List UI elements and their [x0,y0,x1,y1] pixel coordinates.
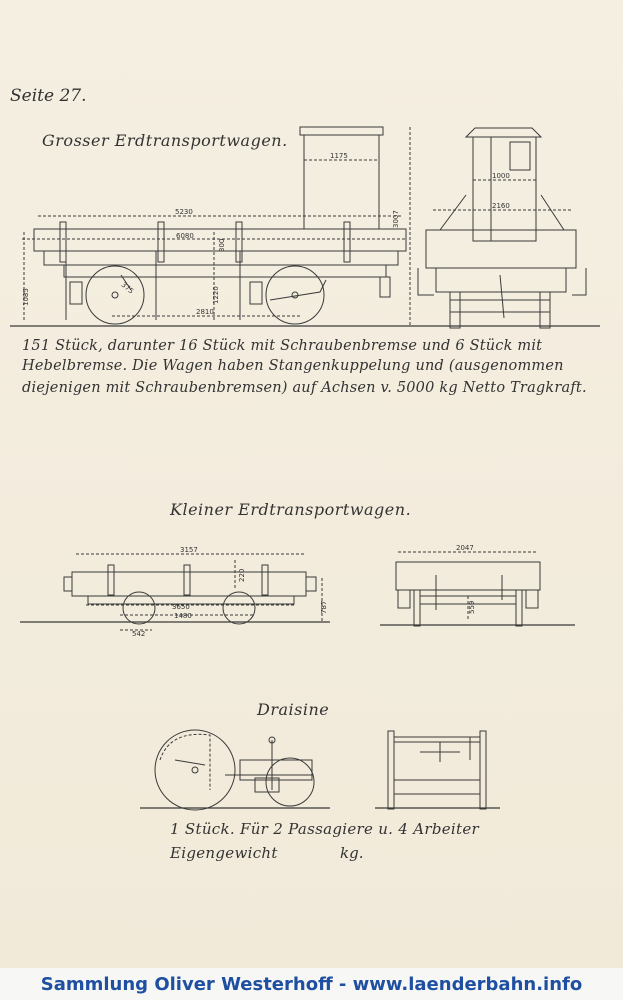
dim-2047: 2047 [456,544,474,552]
dim-3650: 3650 [172,603,190,611]
document-page [0,0,623,968]
dim-1000: 1000 [492,172,510,180]
small-wagon-side-view [20,553,330,631]
footer-watermark: Sammlung Oliver Westerhoff - www.laender… [0,968,623,1000]
large-wagon-description-line-2: Hebelbremse. Die Wagen haben Stangenkupp… [22,358,564,374]
dim-2160: 2160 [492,202,510,210]
technical-drawings: 5230 6080 1175 3007 1000 2160 1085 1220 … [10,126,600,811]
small-wagon-title: Kleiner Erdtransportwagen. [170,500,412,519]
dim-2810: 2810 [196,308,214,316]
dim-220: 220 [238,569,246,582]
large-wagon-title: Grosser Erdtransportwagen. [42,131,288,150]
page-label: Seite 27. [10,86,87,106]
dim-787: 787 [320,601,328,614]
dim-1480: 1480 [174,612,192,620]
large-wagon-description-line-1: 151 Stück, darunter 16 Stück mit Schraub… [22,338,543,354]
large-wagon-end-view [410,127,600,329]
draisine-note-line-1: 1 Stück. Für 2 Passagiere u. 4 Arbeiter [170,820,479,838]
dim-6080: 6080 [176,232,194,240]
dim-375: 375 [120,281,135,296]
dim-3007: 3007 [392,210,400,228]
small-wagon-end-view [380,551,575,627]
dim-5230: 5230 [175,208,193,216]
dim-1085: 1085 [22,288,30,306]
large-wagon-description-line-3: diejenigen mit Schraubenbremsen) auf Ach… [22,380,587,396]
dim-559: 559 [468,601,476,614]
draisine-note-weight-unit: kg. [340,844,364,862]
draisine-note-weight-label: Eigengewicht [170,844,278,862]
draisine-title: Draisine [257,700,330,719]
dim-542: 542 [132,630,145,638]
large-wagon-side-view [10,126,411,327]
dim-300: 300 [218,239,226,252]
dim-1220: 1220 [212,286,220,304]
draisine-end-view [375,730,500,810]
dim-3157: 3157 [180,546,198,554]
dim-1175: 1175 [330,152,348,160]
draisine-side-view [140,729,330,811]
footer-text: Sammlung Oliver Westerhoff - www.laender… [40,973,583,995]
